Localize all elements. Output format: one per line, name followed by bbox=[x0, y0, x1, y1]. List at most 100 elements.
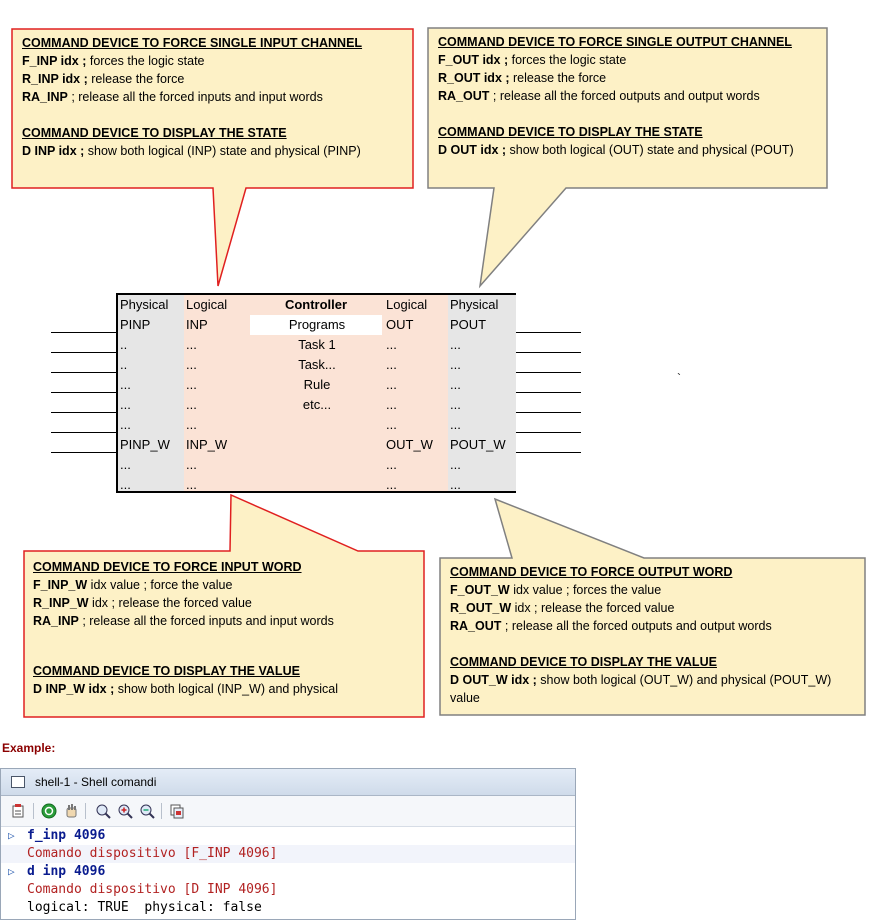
command-line: R_INP_W idx ; release the forced value bbox=[33, 596, 252, 610]
prompt-arrow-icon: ▷ bbox=[8, 865, 15, 878]
callout-heading: COMMAND DEVICE TO FORCE INPUT WORD bbox=[33, 560, 302, 574]
physical-output-cell: ... bbox=[450, 337, 461, 352]
logical-output-cell: ... bbox=[386, 477, 397, 492]
physical-input-cell: ... bbox=[120, 397, 131, 412]
output-wire bbox=[515, 432, 581, 433]
console-line: ▷ d inp 4096 bbox=[1, 863, 575, 881]
command-line: RA_OUT ; release all the forced outputs … bbox=[450, 619, 772, 633]
callout-heading: COMMAND DEVICE TO FORCE SINGLE INPUT CHA… bbox=[22, 36, 363, 50]
command-line: RA_OUT ; release all the forced outputs … bbox=[438, 89, 760, 103]
callout-bottom-right: COMMAND DEVICE TO FORCE OUTPUT WORD F_OU… bbox=[450, 563, 855, 707]
input-wire bbox=[51, 412, 117, 413]
command-line: RA_INP ; release all the forced inputs a… bbox=[22, 90, 323, 104]
physical-output-cell: POUT_W bbox=[450, 437, 506, 452]
input-wire bbox=[51, 392, 117, 393]
logical-input-cell: ... bbox=[186, 397, 197, 412]
command-line: D OUT idx ; show both logical (OUT) stat… bbox=[438, 143, 794, 157]
command-line: R_OUT idx ; release the force bbox=[438, 71, 607, 85]
console-line: ▷f_inp 4096 bbox=[1, 827, 575, 845]
console-text: Comando dispositivo [D INP 4096] bbox=[27, 882, 278, 897]
physical-input-cell: ... bbox=[120, 477, 131, 492]
logical-input-header: Logical bbox=[186, 297, 228, 312]
physical-output-cell: ... bbox=[450, 397, 461, 412]
example-label: Example: bbox=[2, 741, 56, 755]
zoom-in-icon[interactable] bbox=[117, 803, 133, 819]
callout-top-left: COMMAND DEVICE TO FORCE SINGLE INPUT CHA… bbox=[22, 34, 407, 160]
logical-output-cell: OUT bbox=[386, 317, 414, 332]
logical-input-cell: ... bbox=[186, 337, 197, 352]
physical-output-cell: ... bbox=[450, 477, 461, 492]
physical-input-cell: PINP bbox=[120, 317, 151, 332]
callout-heading: COMMAND DEVICE TO DISPLAY THE STATE bbox=[22, 126, 287, 140]
output-wire bbox=[515, 372, 581, 373]
command-line: F_INP idx ; forces the logic state bbox=[22, 54, 205, 68]
physical-output-cell: ... bbox=[450, 377, 461, 392]
output-wire bbox=[515, 352, 581, 353]
callout-heading: COMMAND DEVICE TO DISPLAY THE VALUE bbox=[33, 664, 300, 678]
logical-output-cell: ... bbox=[386, 397, 397, 412]
console-line: logical: TRUE physical: false bbox=[1, 899, 575, 917]
console-text: Comando dispositivo [F_INP 4096] bbox=[27, 846, 278, 861]
controller-item: etc... bbox=[302, 397, 332, 412]
input-wire bbox=[51, 352, 117, 353]
physical-input-cell: .. bbox=[120, 357, 128, 372]
logical-input-cell: ... bbox=[186, 477, 197, 492]
hand-icon[interactable] bbox=[63, 803, 79, 819]
input-wire bbox=[51, 372, 117, 373]
logical-output-cell: ... bbox=[386, 357, 397, 372]
logical-output-cell: ... bbox=[386, 377, 397, 392]
controller-title: Controller bbox=[284, 297, 348, 312]
copy-icon[interactable] bbox=[169, 803, 185, 819]
logical-input-cell: ... bbox=[186, 457, 197, 472]
console-text: d inp 4096 bbox=[27, 864, 106, 879]
command-line: D INP idx ; show both logical (INP) stat… bbox=[22, 144, 361, 158]
physical-input-cell: ... bbox=[120, 417, 131, 432]
input-wire bbox=[51, 452, 117, 453]
command-line: D INP_W idx ; show both logical (INP_W) … bbox=[33, 682, 338, 696]
input-wire bbox=[51, 332, 117, 333]
zoom-out-icon[interactable] bbox=[139, 803, 155, 819]
controller-item: Task 1 bbox=[298, 337, 336, 352]
prompt-arrow-icon: ▷ bbox=[8, 829, 15, 842]
stray-mark: ` bbox=[677, 371, 681, 385]
shell-title-bar: shell-1 - Shell comandi bbox=[1, 769, 575, 796]
command-line: value bbox=[450, 691, 480, 705]
callout-top-right: COMMAND DEVICE TO FORCE SINGLE OUTPUT CH… bbox=[438, 33, 823, 159]
physical-input-cell: ... bbox=[120, 457, 131, 472]
callout-bottom-left-shape bbox=[23, 493, 425, 718]
physical-output-cell: ... bbox=[450, 417, 461, 432]
logical-output-cell: ... bbox=[386, 457, 397, 472]
callout-bottom-right-shape bbox=[439, 497, 866, 716]
logical-output-header: Logical bbox=[386, 297, 428, 312]
callout-heading: COMMAND DEVICE TO DISPLAY THE STATE bbox=[438, 125, 703, 139]
physical-output-cell: ... bbox=[450, 457, 461, 472]
command-line: RA_INP ; release all the forced inputs a… bbox=[33, 614, 334, 628]
zoom-icon[interactable] bbox=[95, 803, 111, 819]
logical-input-cell: INP_W bbox=[186, 437, 228, 452]
physical-output-header: Physical bbox=[450, 297, 499, 312]
logical-output-cell: ... bbox=[386, 417, 397, 432]
output-wire bbox=[515, 412, 581, 413]
callout-top-left-shape bbox=[11, 28, 414, 287]
properties-icon[interactable] bbox=[11, 803, 27, 819]
run-icon[interactable] bbox=[41, 803, 57, 819]
console-line: Comando dispositivo [D INP 4096] bbox=[1, 881, 575, 899]
output-wire bbox=[515, 452, 581, 453]
window-icon bbox=[11, 776, 25, 788]
physical-input-cell: PINP_W bbox=[120, 437, 170, 452]
logical-input-cell: ... bbox=[186, 417, 197, 432]
controller-item: Task... bbox=[298, 357, 336, 372]
physical-input-cell: .. bbox=[120, 337, 128, 352]
physical-input-cell: ... bbox=[120, 377, 131, 392]
controller-item: Rule bbox=[303, 377, 331, 392]
command-line: F_OUT_W idx value ; forces the value bbox=[450, 583, 662, 597]
command-line: F_INP_W idx value ; force the value bbox=[33, 578, 233, 592]
logical-input-cell: ... bbox=[186, 377, 197, 392]
console-line: Comando dispositivo [F_INP 4096] bbox=[1, 845, 575, 863]
window-title: shell-1 - Shell comandi bbox=[35, 775, 157, 789]
